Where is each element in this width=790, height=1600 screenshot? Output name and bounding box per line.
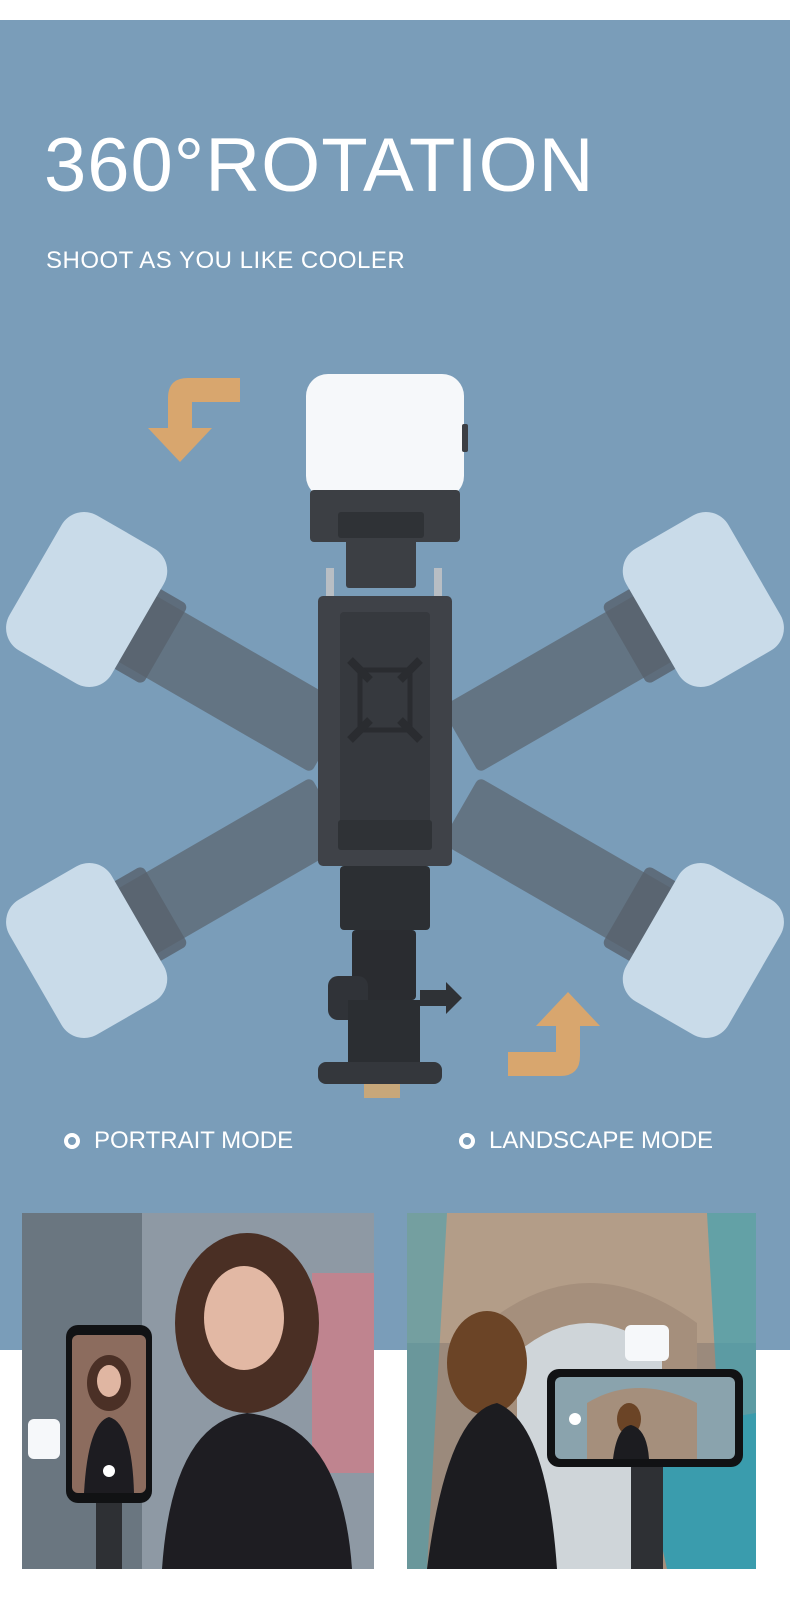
subline: SHOOT AS YOU LIKE COOLER xyxy=(46,247,406,274)
circle-outline-icon xyxy=(64,1133,80,1149)
landscape-scene xyxy=(407,1213,756,1569)
landscape-mode-text: LANDSCAPE MODE xyxy=(489,1127,714,1154)
portrait-mode-photo xyxy=(22,1213,374,1569)
rotated-holder-top-right xyxy=(421,502,790,808)
portrait-scene xyxy=(22,1213,374,1569)
portrait-mode-label: PORTRAIT MODE xyxy=(64,1127,293,1155)
landscape-mode-photo xyxy=(407,1213,756,1569)
rotated-holder-bottom-right xyxy=(421,742,790,1048)
portrait-mode-text: PORTRAIT MODE xyxy=(94,1127,294,1154)
headline: 360°ROTATION xyxy=(44,123,595,208)
rotated-holder-top-left xyxy=(0,502,370,808)
landscape-mode-label: LANDSCAPE MODE xyxy=(459,1127,713,1155)
circle-outline-icon xyxy=(459,1133,475,1149)
curved-arrow-icon xyxy=(148,378,240,462)
rotated-holder-bottom-left xyxy=(0,742,370,1048)
product-illustration xyxy=(0,374,790,1098)
main-phone-holder xyxy=(306,374,468,1098)
curved-arrow-icon xyxy=(508,992,600,1076)
